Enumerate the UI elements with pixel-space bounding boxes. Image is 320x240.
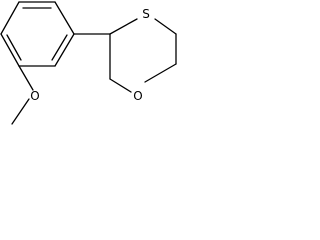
bond bbox=[109, 78, 132, 93]
sulfur-label: S bbox=[142, 7, 150, 21]
ring-oxygen-label: O bbox=[133, 89, 142, 103]
bond bbox=[11, 98, 30, 125]
bond bbox=[18, 65, 34, 91]
bond bbox=[144, 63, 177, 83]
chemical-structure: O S O bbox=[0, 1, 177, 125]
bond bbox=[54, 1, 75, 35]
double-bond-inner bbox=[51, 34, 68, 61]
methoxy-oxygen-label: O bbox=[30, 89, 39, 103]
bond bbox=[109, 18, 138, 35]
benzene-ring bbox=[0, 1, 75, 67]
bond bbox=[54, 33, 75, 67]
methoxy-group: O bbox=[11, 65, 40, 125]
bond bbox=[0, 33, 20, 67]
double-bond-inner bbox=[6, 34, 22, 61]
bond bbox=[154, 18, 177, 35]
bond bbox=[0, 1, 20, 35]
oxathiane-ring: S O bbox=[109, 7, 177, 103]
